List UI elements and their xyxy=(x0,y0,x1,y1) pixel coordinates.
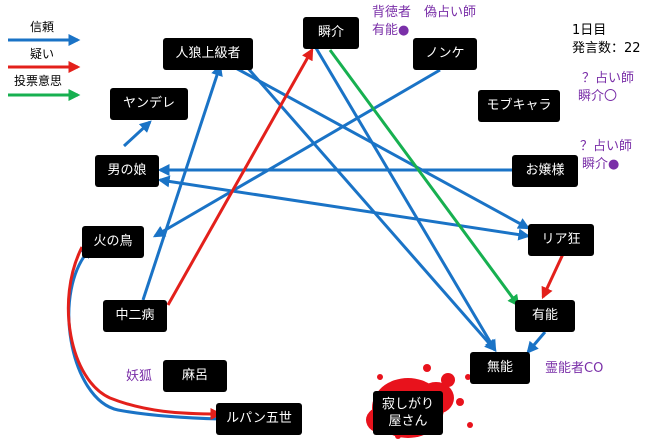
node-nonke[interactable]: ノンケ xyxy=(413,38,477,70)
node-lupin[interactable]: ルパン五世 xyxy=(216,403,302,435)
arrow-chuni-to-jinro xyxy=(141,63,223,301)
arrow-nonke-to-hinotori xyxy=(152,68,441,238)
day-label: 1日目 xyxy=(572,23,607,38)
legend-label-vote: 投票意思 xyxy=(14,74,63,88)
node-chuni[interactable]: 中二病 xyxy=(103,300,167,332)
vote-arrows xyxy=(328,49,520,307)
post-count: 発言数：22 xyxy=(572,41,641,56)
arrow-shunsuke-to-muno xyxy=(314,47,497,353)
arrow-yuno-to-muno xyxy=(526,331,547,354)
node-asaro[interactable]: 麻呂 xyxy=(163,360,227,392)
legend-label-trust: 信頼 xyxy=(30,20,55,34)
node-jinro[interactable]: 人狼上級者 xyxy=(163,38,253,70)
arrow-chuni-to-shunsuke xyxy=(166,47,314,306)
node-riakyo[interactable]: リア狂 xyxy=(528,224,594,256)
shunsuke-role-note: 背徳者 偽占い師 xyxy=(372,5,477,20)
mobu-role-note: ？占い師 xyxy=(582,71,635,86)
asaro-role-note: 妖狐 xyxy=(126,369,153,384)
arrow-hinotori-to-lupin-blue xyxy=(67,246,221,421)
arrow-jinro-to-muno xyxy=(244,65,497,352)
node-shunsuke[interactable]: 瞬介 xyxy=(303,17,359,49)
shunsuke-divination-note: 有能● xyxy=(372,23,410,38)
ojou-role-note: ？占い師 xyxy=(580,139,633,154)
node-ojousama[interactable]: お嬢様 xyxy=(512,155,578,187)
arrow-riakyo-to-otokonoko xyxy=(157,175,531,241)
node-muno[interactable]: 無能 xyxy=(470,352,530,384)
node-hinotori[interactable]: 火の鳥 xyxy=(82,226,144,258)
arrow-jinro-to-riakyo xyxy=(231,64,531,230)
node-sabishi[interactable]: 寂しがり 屋さん xyxy=(373,391,443,435)
node-mobu[interactable]: モブキャラ xyxy=(478,90,560,122)
muno-role-note: 霊能者CO xyxy=(545,361,604,376)
node-yandere[interactable]: ヤンデレ xyxy=(110,88,188,120)
arrow-shunsuke-to-yuno xyxy=(328,49,520,307)
node-yuno[interactable]: 有能 xyxy=(515,300,575,332)
arrow-riakyo-to-yuno xyxy=(541,253,565,300)
legend-label-doubt: 疑い xyxy=(30,47,55,61)
node-otokonoko[interactable]: 男の娘 xyxy=(95,155,159,187)
arrow-hinotori-to-lupin-red xyxy=(66,246,223,420)
mobu-divination-note: 瞬介〇 xyxy=(578,89,618,104)
doubt-arrows xyxy=(66,47,565,420)
arrow-yandere-to-otokonoko xyxy=(122,120,152,148)
ojou-divination-note: 瞬介● xyxy=(582,157,620,172)
